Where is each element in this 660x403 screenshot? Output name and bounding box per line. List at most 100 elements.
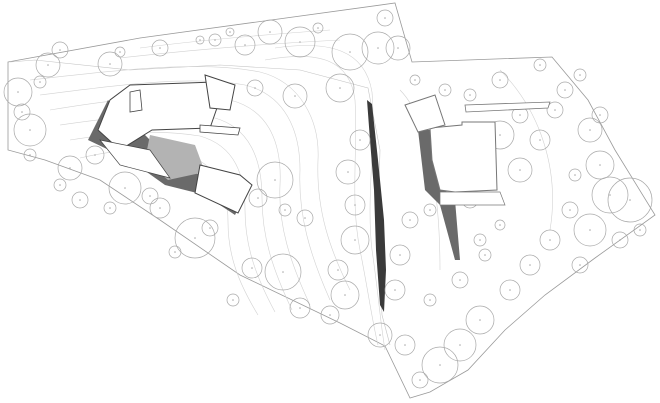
tree-canopy — [411, 371, 429, 389]
tree-trunk — [394, 289, 396, 291]
tree-trunk — [119, 51, 121, 53]
tree-trunk — [564, 89, 566, 91]
tree-canopy — [234, 34, 256, 56]
tree-canopy — [53, 178, 67, 192]
tree-canopy — [282, 83, 308, 109]
tree-canopy — [330, 280, 360, 310]
tree-canopy — [3, 77, 33, 107]
tree-canopy — [51, 41, 69, 59]
tree-trunk — [579, 74, 581, 76]
tree-trunk — [47, 64, 49, 66]
tree-canopy — [312, 22, 324, 34]
tree-trunk — [79, 199, 81, 201]
tree-trunk — [244, 44, 246, 46]
trees — [3, 9, 653, 389]
tree-trunk — [399, 254, 401, 256]
tree-trunk — [469, 94, 471, 96]
tree-trunk — [499, 134, 501, 136]
tree-canopy — [465, 305, 495, 335]
tree-canopy — [278, 203, 292, 217]
tree-trunk — [479, 239, 481, 241]
tree-canopy — [361, 31, 395, 65]
tree-canopy — [289, 297, 311, 319]
tree-canopy — [335, 159, 361, 185]
tree-canopy — [507, 157, 533, 183]
tree-trunk — [317, 27, 319, 29]
tree-trunk — [429, 209, 431, 211]
tree-canopy — [443, 328, 477, 362]
left-house-roof-upper — [204, 74, 236, 111]
tree-canopy — [168, 245, 182, 259]
tree-trunk — [397, 47, 399, 49]
tree-trunk — [109, 63, 111, 65]
tree-trunk — [579, 264, 581, 266]
tree-trunk — [347, 171, 349, 173]
tree-canopy — [568, 168, 582, 182]
tree-trunk — [589, 229, 591, 231]
tree-canopy — [494, 219, 506, 231]
tree-trunk — [209, 227, 211, 229]
tree-canopy — [23, 148, 37, 162]
tree-trunk — [17, 91, 19, 93]
tree-trunk — [499, 224, 501, 226]
tree-trunk — [149, 195, 151, 197]
tree-trunk — [284, 209, 286, 211]
tree-trunk — [59, 49, 61, 51]
tree-trunk — [349, 51, 351, 53]
tree-trunk — [174, 251, 176, 253]
tree-canopy — [385, 35, 411, 61]
tree-canopy — [344, 194, 366, 216]
tree-canopy — [611, 231, 629, 249]
tree-trunk — [639, 229, 641, 231]
tree-trunk — [509, 289, 511, 291]
tree-trunk — [459, 344, 461, 346]
right-house — [404, 94, 551, 260]
tree-canopy — [463, 88, 477, 102]
tree-trunk — [404, 344, 406, 346]
tree-canopy — [591, 106, 609, 124]
tree-trunk — [429, 299, 431, 301]
tree-canopy — [35, 52, 61, 78]
tree-trunk — [539, 139, 541, 141]
tree-canopy — [571, 256, 589, 274]
tree-trunk — [359, 139, 361, 141]
tree-canopy — [519, 254, 541, 276]
tree-canopy — [384, 279, 406, 301]
tree-trunk — [109, 207, 111, 209]
tree-trunk — [459, 279, 461, 281]
tree-canopy — [573, 213, 607, 247]
tree-trunk — [574, 174, 576, 176]
retaining-wall — [367, 100, 386, 312]
tree-canopy — [97, 51, 123, 77]
tree-canopy — [591, 176, 629, 214]
tree-trunk — [21, 111, 23, 113]
tree-canopy — [349, 129, 371, 151]
tree-canopy — [473, 233, 487, 247]
right-house-terrace — [439, 191, 506, 206]
tree-canopy — [284, 26, 316, 58]
tree-trunk — [539, 64, 541, 66]
tree-canopy — [376, 9, 394, 27]
tree-trunk — [29, 154, 31, 156]
tree-trunk — [294, 95, 296, 97]
tree-trunk — [629, 199, 631, 201]
tree-trunk — [549, 239, 551, 241]
tree-canopy — [248, 188, 268, 208]
left-house-roof-east — [194, 164, 253, 214]
tree-canopy — [325, 73, 355, 103]
tree-trunk — [609, 194, 611, 196]
tree-canopy — [556, 81, 574, 99]
tree-trunk — [69, 167, 71, 169]
tree-trunk — [379, 334, 381, 336]
tree-canopy — [257, 19, 283, 45]
tree-canopy — [264, 253, 302, 291]
tree-trunk — [124, 187, 126, 189]
tree-canopy — [195, 35, 205, 45]
tree-trunk — [414, 79, 416, 81]
left-house — [88, 74, 253, 215]
tree-trunk — [354, 204, 356, 206]
tree-canopy — [85, 145, 105, 165]
tree-canopy — [208, 33, 222, 47]
tree-trunk — [444, 89, 446, 91]
tree-canopy — [149, 197, 171, 219]
